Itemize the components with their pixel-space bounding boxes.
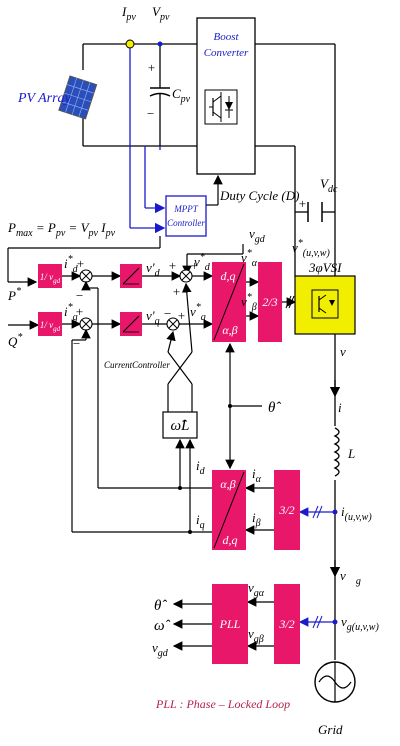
igbt-icon (204, 89, 238, 125)
vpv-label: Vpv (152, 4, 170, 23)
minus-q2: − (163, 306, 172, 321)
three-two-label-1: 3/2 (278, 503, 294, 517)
vdc-label: Vdc (320, 176, 338, 195)
theta-hat-label: θ̂ (268, 400, 281, 416)
omega-l-block (162, 411, 198, 439)
pv-array-label: PV Array (17, 91, 72, 106)
two-three-label: 2/3 (262, 295, 277, 309)
inv-vgd-block-1 (38, 264, 62, 288)
ialpha-label: iα (252, 466, 262, 485)
ipv-label: Ipv (121, 4, 136, 23)
duty-cycle-label: Duty Cycle (D) (219, 188, 299, 203)
grid-source-icon (314, 661, 356, 703)
vd-prime-label: v′d (146, 260, 161, 279)
i-vec-label: i⃗ (338, 400, 352, 415)
vbeta-star-label: v*β (241, 292, 257, 313)
vq-star-label: v*q (190, 302, 206, 323)
vgd-top-label: vgd (249, 226, 266, 245)
pv-panel-icon (58, 75, 98, 120)
pll-omega-label: ω̂ (154, 618, 171, 634)
ab-dq-bottom: d,q (223, 533, 238, 547)
three-two-block-1 (274, 470, 300, 550)
inv-vgd-block-2 (38, 312, 62, 336)
vsi-block (294, 275, 356, 335)
plus-q1: + (75, 304, 84, 319)
mppt-wiring (129, 48, 223, 234)
p-star-label: P* (7, 286, 21, 303)
vgalpha-label: vgα (248, 580, 265, 599)
pll-caption: PLL : Phase – Locked Loop (155, 697, 290, 711)
plus-d2b: + (190, 258, 199, 273)
boost-label-1: Boost (213, 31, 239, 43)
plus-d2c: + (172, 284, 181, 299)
iq-meas-label: iq (196, 512, 205, 531)
grid-label: Grid (318, 722, 343, 737)
inv-vgd-label-2: 1/ vgd (40, 320, 61, 333)
vq-prime-label: v′q (146, 308, 160, 327)
cpv-minus: − (146, 106, 155, 121)
boost-converter-block (196, 17, 256, 175)
voltage-node-icon (157, 41, 163, 47)
inv-vgd-label-1: 1/ vgd (40, 272, 61, 285)
id-meas-label: id (196, 458, 206, 477)
minus-q1: − (72, 336, 81, 351)
plus-d2: + (168, 258, 177, 273)
three-two-label-2: 3/2 (278, 617, 294, 631)
ab-dq-top: α,β (220, 477, 235, 491)
plus-q2: + (177, 308, 186, 323)
vg-vec-label: v⃗g (340, 568, 361, 587)
power-stage (58, 17, 336, 276)
pmax-equation: Pmax = Ppv = Vpv Ipv (7, 220, 116, 239)
mppt-label-1: MPPT (173, 204, 198, 214)
vguvw-label: vg(u,v,w) (341, 614, 379, 633)
vgbeta-label: vgβ (248, 626, 264, 645)
inductor-icon (328, 426, 342, 480)
boost-label-2: Converter (204, 47, 249, 59)
pll-vgd-label: vgd (152, 640, 169, 659)
sum-junction-q1-icon (79, 317, 93, 331)
dq-ab-bottom: α,β (222, 323, 237, 337)
cpv-label: Cpv (172, 86, 191, 105)
plus-d1: + (76, 256, 85, 271)
iuvw-label: i(u,v,w) (341, 504, 372, 523)
vsi-label: 3φVSI (308, 260, 342, 275)
current-sensor-icon (125, 39, 135, 49)
pll-block (212, 584, 248, 664)
vd-star-label: v*d (194, 252, 211, 273)
q-star-label: Q* (8, 332, 22, 349)
mppt-controller-block (165, 195, 207, 237)
ibeta-label: iβ (252, 510, 261, 529)
v-vec-label: v⃗ (340, 344, 356, 359)
sum-junction-d1-icon (79, 269, 93, 283)
id-star-label: i*d (64, 254, 79, 275)
two-three-block (258, 262, 282, 342)
pi-controller-d-block (120, 264, 142, 288)
inductor-label: L (347, 446, 355, 461)
vdc-plus: + (298, 196, 307, 211)
mppt-label-2: Controller (167, 218, 205, 228)
pll-label: PLL (219, 617, 241, 631)
current-controller-label: CurrentController (104, 360, 170, 370)
vuvw-star-label: v*(u,v,w) (292, 238, 330, 259)
pi-controller-q-block (120, 312, 142, 336)
vsi-igbt-icon (311, 289, 339, 319)
three-two-block-2 (274, 584, 300, 664)
valpha-star-label: v*α (241, 248, 258, 269)
minus-d1: − (75, 288, 84, 303)
pll-theta-label: θ̂ (154, 598, 167, 614)
omega-l-label: ω̂L (171, 418, 190, 434)
iq-star-label: i*q (64, 302, 78, 323)
dq-ab-top: d,q (221, 269, 236, 283)
cpv-plus: + (147, 60, 156, 75)
